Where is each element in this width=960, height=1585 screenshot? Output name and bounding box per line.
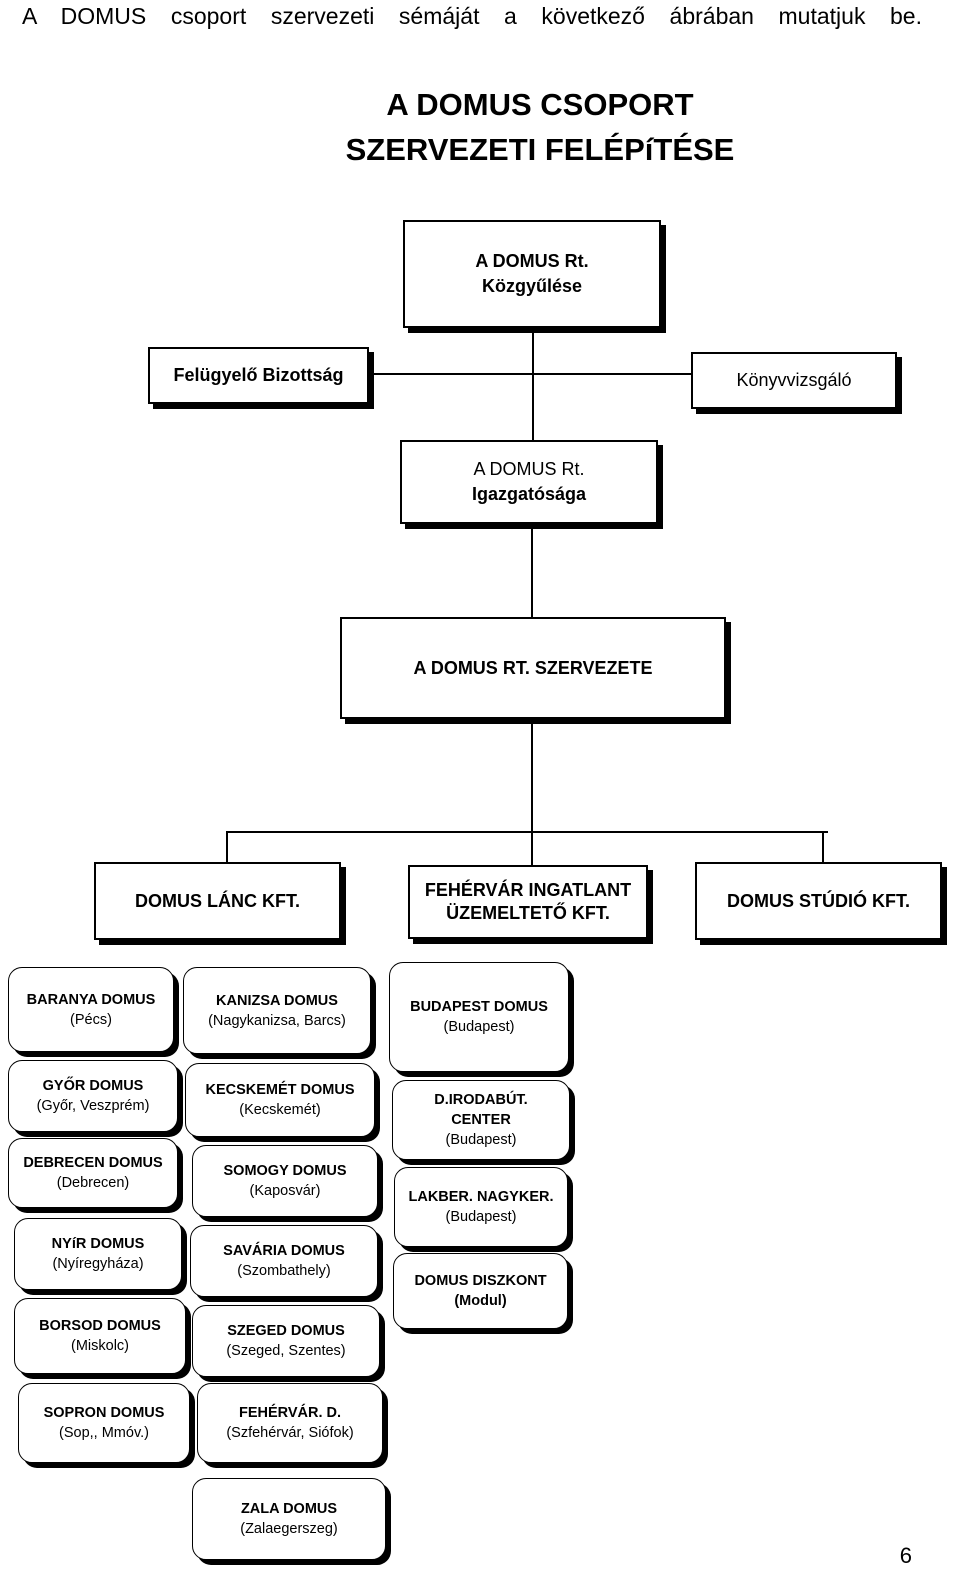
kozgyules-line2: Közgyűlése [481, 276, 583, 296]
domus-studio-label: DOMUS STÚDIÓ KFT. [727, 890, 910, 911]
page-number: 6 [899, 1543, 912, 1568]
connector-lanc [226, 831, 228, 864]
intro-text: A DOMUS csoport szervezeti sémáját a köv… [22, 3, 922, 29]
unit-savaria-location: (Szombathely) [237, 1263, 331, 1279]
unit-diszkont-name: DOMUS DISZKONT [414, 1273, 547, 1289]
connector-igazgatosag-szervezete [531, 527, 533, 620]
szervezete-box: A DOMUS RT. SZERVEZETE [340, 617, 726, 719]
unit-kanizsa-name: KANIZSA DOMUS [216, 992, 338, 1009]
unit-sopron: SOPRON DOMUS (Sop,, Mmóv.) [18, 1383, 190, 1463]
chart-title-line2: SZERVEZETI FELÉPíTÉSE [345, 132, 735, 167]
fehervar-ingatlant-line2: ÜZEMELTETŐ KFT. [446, 903, 610, 923]
szervezete-label: A DOMUS RT. SZERVEZETE [413, 657, 653, 678]
unit-fehervar-d: FEHÉRVÁR. D. (Szfehérvár, Siófok) [197, 1383, 383, 1463]
felugyelo-bizottsag-box: Felügyelő Bizottság [148, 347, 369, 404]
unit-diszkont: DOMUS DISZKONT (Modul) [393, 1253, 568, 1329]
unit-irodabut-name2: CENTER [451, 1112, 511, 1128]
unit-zala-name: ZALA DOMUS [240, 1501, 338, 1517]
unit-baranya-location: (Pécs) [70, 1011, 112, 1028]
connector-studio [822, 831, 824, 864]
unit-gyor: GYŐR DOMUS (Győr, Veszprém) [8, 1060, 178, 1132]
kozgyules-box: A DOMUS Rt. Közgyűlése [403, 220, 661, 328]
unit-zala-location: (Zalaegerszeg) [240, 1521, 338, 1537]
unit-nyir-name: NYíR DOMUS [51, 1236, 145, 1252]
unit-szeged: SZEGED DOMUS (Szeged, Szentes) [192, 1305, 380, 1377]
unit-kanizsa: KANIZSA DOMUS (Nagykanizsa, Barcs) [183, 967, 371, 1054]
unit-borsod-location: (Miskolc) [71, 1338, 129, 1354]
unit-fehervar-d-location: (Szfehérvár, Siófok) [226, 1425, 354, 1441]
unit-szeged-name: SZEGED DOMUS [227, 1323, 345, 1339]
unit-budapest-name: BUDAPEST DOMUS [410, 999, 548, 1015]
igazgatosag-line2: Igazgatósága [471, 484, 587, 504]
connector-konyvvizsgalo [534, 373, 691, 375]
unit-sopron-name: SOPRON DOMUS [43, 1405, 165, 1421]
unit-lakber: LAKBER. NAGYKER. (Budapest) [394, 1167, 568, 1247]
unit-kecskemet-location: (Kecskemét) [239, 1102, 321, 1118]
unit-nyir: NYíR DOMUS (Nyíregyháza) [14, 1218, 182, 1290]
domus-lanc-label: DOMUS LÁNC KFT. [135, 890, 300, 911]
unit-irodabut-location: (Budapest) [445, 1132, 517, 1148]
unit-savaria-name: SAVÁRIA DOMUS [223, 1243, 345, 1259]
unit-debrecen: DEBRECEN DOMUS (Debrecen) [8, 1138, 178, 1208]
unit-somogy-location: (Kaposvár) [249, 1183, 321, 1199]
unit-debrecen-name: DEBRECEN DOMUS [23, 1155, 163, 1171]
unit-budapest: BUDAPEST DOMUS (Budapest) [389, 962, 569, 1072]
konyvvizsgalo-label: Könyvvizsgáló [736, 370, 852, 390]
domus-studio-box: DOMUS STÚDIÓ KFT. [695, 862, 942, 940]
unit-irodabut-name1: D.IRODABÚT. [434, 1092, 528, 1108]
unit-budapest-location: (Budapest) [443, 1019, 515, 1035]
unit-lakber-name: LAKBER. NAGYKER. [408, 1189, 554, 1205]
connector-fehervar [531, 831, 533, 867]
unit-borsod-name: BORSOD DOMUS [39, 1318, 161, 1334]
unit-sopron-location: (Sop,, Mmóv.) [59, 1425, 149, 1441]
unit-gyor-name: GYŐR DOMUS [42, 1078, 144, 1094]
unit-diszkont-location: (Modul) [454, 1293, 507, 1309]
unit-debrecen-location: (Debrecen) [56, 1175, 130, 1191]
unit-kecskemet-name: KECSKEMÉT DOMUS [205, 1082, 355, 1098]
unit-baranya: BARANYA DOMUS (Pécs) [8, 967, 174, 1052]
chart-title-line1: A DOMUS CSOPORT [386, 87, 694, 122]
unit-irodabut: D.IRODABÚT. CENTER (Budapest) [392, 1080, 570, 1160]
connector-kozgyules-igazgatosag [532, 331, 534, 443]
fehervar-ingatlant-box: FEHÉRVÁR INGATLANT ÜZEMELTETŐ KFT. [408, 865, 648, 939]
igazgatosag-box: A DOMUS Rt. Igazgatósága [400, 440, 658, 524]
domus-lanc-box: DOMUS LÁNC KFT. [94, 862, 341, 940]
unit-nyir-location: (Nyíregyháza) [52, 1256, 144, 1272]
unit-lakber-location: (Budapest) [445, 1209, 517, 1225]
unit-fehervar-d-name: FEHÉRVÁR. D. [238, 1405, 342, 1421]
connector-horizontal-bus [226, 831, 828, 833]
unit-szeged-location: (Szeged, Szentes) [226, 1343, 346, 1359]
kozgyules-line1: A DOMUS Rt. [475, 251, 589, 271]
unit-borsod: BORSOD DOMUS (Miskolc) [14, 1298, 186, 1374]
unit-kanizsa-location: (Nagykanizsa, Barcs) [208, 1012, 346, 1029]
connector-szervezete-companies [531, 722, 533, 832]
unit-baranya-name: BARANYA DOMUS [26, 991, 156, 1008]
connector-felugyelo [371, 373, 532, 375]
igazgatosag-line1: A DOMUS Rt. [473, 459, 585, 479]
unit-zala: ZALA DOMUS (Zalaegerszeg) [192, 1478, 386, 1560]
felugyelo-bizottsag-label: Felügyelő Bizottság [173, 365, 344, 385]
unit-gyor-location: (Győr, Veszprém) [36, 1098, 150, 1114]
unit-kecskemet: KECSKEMÉT DOMUS (Kecskemét) [185, 1063, 375, 1137]
unit-savaria: SAVÁRIA DOMUS (Szombathely) [190, 1225, 378, 1297]
unit-somogy-name: SOMOGY DOMUS [223, 1163, 347, 1179]
unit-somogy: SOMOGY DOMUS (Kaposvár) [192, 1145, 378, 1217]
fehervar-ingatlant-line1: FEHÉRVÁR INGATLANT [424, 880, 632, 900]
konyvvizsgalo-box: Könyvvizsgáló [691, 352, 897, 409]
